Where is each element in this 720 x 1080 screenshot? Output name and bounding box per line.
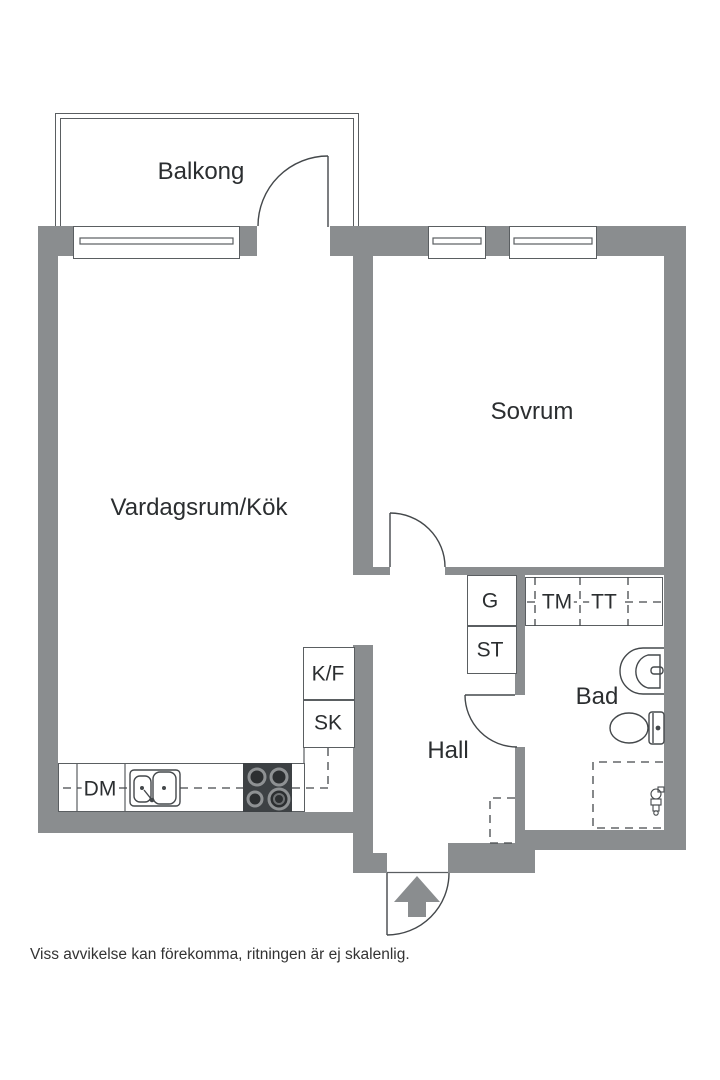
toilet-icon [609,711,665,745]
hall-reserved-area [489,797,515,844]
shower-mixer-icon [650,786,665,816]
washing-machine-label: TM [539,590,575,614]
wall-divider-upper [353,256,373,575]
wardrobe-label: G [479,589,501,613]
wall-bedroom-bottom-left [353,567,390,575]
balcony-label: Balkong [157,158,245,185]
wall-hall-bath-lower [515,747,525,843]
tumble-dryer-label: TT [589,590,619,614]
bathroom-label: Bad [575,683,619,710]
balcony-door-opening [257,226,330,256]
stove-icon [243,763,292,812]
cleaning-closet-label: ST [474,638,506,662]
window-bedroom-2 [509,226,597,259]
wall-divider-lower [353,645,373,853]
wall-top-pier-2 [486,226,509,256]
wall-right [664,226,686,850]
bedroom-label: Sovrum [490,398,574,425]
washbasin-icon [619,647,664,695]
wall-bedroom-bottom-right [445,567,664,575]
wall-hall-bath-upper [515,575,525,695]
window-sill-icons [79,237,593,245]
bathroom-door-icon [464,694,518,748]
shower-area [592,761,663,829]
wall-top-mid [330,226,428,256]
window-bedroom-1 [428,226,486,259]
entrance-door-icon [386,871,450,936]
laundry-dashed-lines [527,577,662,626]
wall-hall-bottom-left [353,853,387,873]
hall-label: Hall [427,737,469,764]
kitchen-sink-icon [129,769,181,807]
cabinet-label: SK [311,711,345,735]
wall-bottom-living [38,812,373,833]
wall-bath-bottom [515,830,686,850]
window-living-room [73,226,240,259]
wall-left [38,226,58,833]
fridge-freezer-label: K/F [309,662,347,686]
entrance-arrow-icon [394,876,440,917]
disclaimer-text: Viss avvikelse kan förekomma, ritningen … [30,946,410,963]
living-kitchen-label: Vardagsrum/Kök [110,494,288,521]
bedroom-door-icon [389,512,446,568]
balcony-door-icon [257,155,329,227]
wall-top-pier-1 [240,226,257,256]
dishwasher-label: DM [81,777,119,801]
balcony-outline-inner [60,118,354,228]
